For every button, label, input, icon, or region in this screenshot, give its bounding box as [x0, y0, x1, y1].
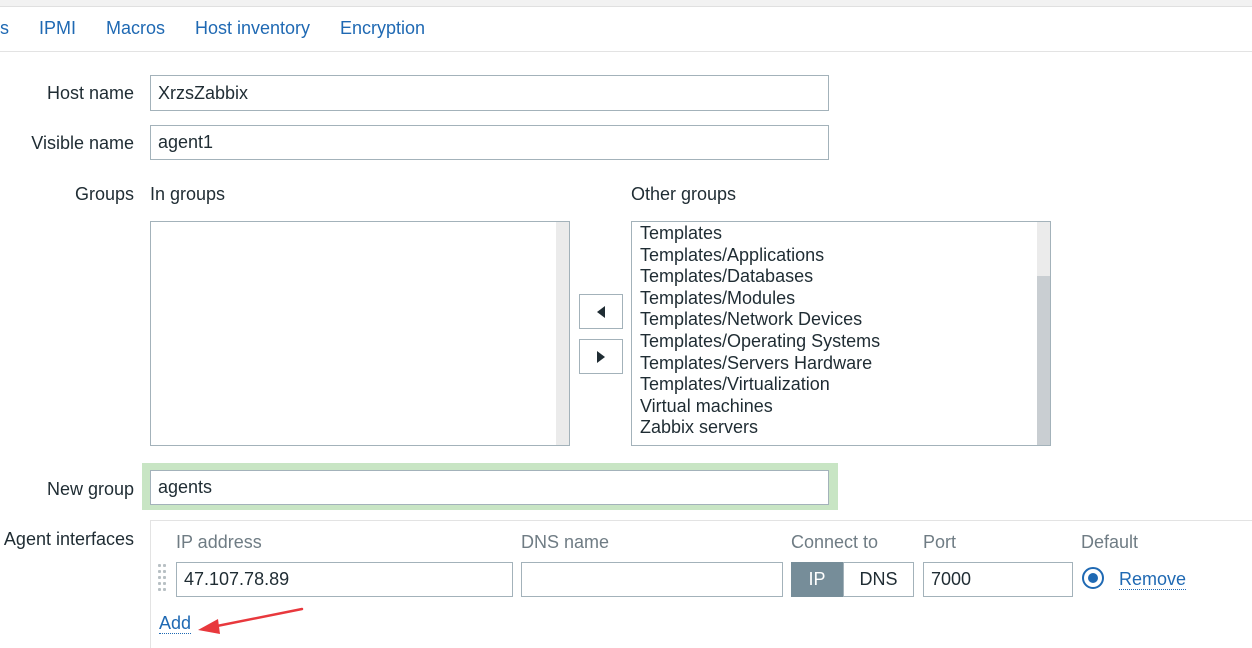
default-interface-radio[interactable] [1082, 567, 1104, 589]
list-item[interactable]: Templates/Network Devices [640, 309, 863, 330]
in-groups-listbox[interactable] [150, 221, 570, 446]
list-item[interactable]: Templates/Servers Hardware [640, 352, 873, 373]
column-dns-name: DNS name [521, 532, 610, 552]
tab-bar: s IPMI Macros Host inventory Encryption [0, 7, 1252, 52]
tab-host-inventory[interactable]: Host inventory [195, 18, 311, 38]
column-connect-to: Connect to [791, 532, 879, 552]
ip-address-input[interactable] [176, 562, 513, 597]
groups-label: Groups [74, 184, 134, 204]
drag-handle-icon[interactable] [158, 564, 168, 594]
add-interface-link[interactable]: Add [159, 613, 192, 634]
move-to-other-groups-button[interactable] [579, 339, 623, 374]
triangle-left-icon [597, 305, 605, 318]
list-item[interactable]: Templates [640, 223, 723, 243]
list-item[interactable]: Virtual machines [640, 395, 773, 416]
host-name-input[interactable] [150, 75, 829, 111]
connect-to-dns-button[interactable]: DNS [843, 562, 914, 597]
in-groups-scrollbar[interactable] [556, 222, 569, 445]
list-item[interactable]: Templates/Applications [640, 244, 825, 265]
list-item[interactable]: Templates/Modules [640, 287, 796, 308]
visible-name-label: Visible name [31, 133, 134, 153]
tab-ipmi[interactable]: IPMI [39, 18, 77, 38]
new-group-label: New group [46, 479, 134, 499]
move-to-in-groups-button[interactable] [579, 294, 623, 329]
host-name-label: Host name [46, 83, 134, 103]
other-groups-listbox[interactable]: Templates Templates/Applications Templat… [631, 221, 1051, 446]
list-item[interactable]: Templates/Virtualization [640, 374, 830, 395]
other-groups-label: Other groups [631, 184, 737, 204]
tab-macros[interactable]: Macros [106, 18, 166, 38]
scrollbar-thumb[interactable] [1037, 276, 1050, 445]
list-item[interactable]: Templates/Databases [640, 266, 814, 287]
port-input[interactable] [923, 562, 1073, 597]
tab-partial[interactable]: s [0, 18, 9, 38]
list-item[interactable]: Zabbix servers [640, 417, 759, 438]
tab-encryption[interactable]: Encryption [340, 18, 426, 38]
agent-interfaces-label: Agent interfaces [3, 529, 134, 549]
column-ip-address: IP address [176, 532, 262, 552]
remove-interface-link[interactable]: Remove [1119, 569, 1187, 590]
triangle-right-icon [597, 350, 605, 363]
agent-interfaces-panel [150, 520, 1252, 648]
dns-name-input[interactable] [521, 562, 783, 597]
column-default: Default [1081, 532, 1139, 552]
connect-to-ip-button[interactable]: IP [791, 562, 843, 597]
top-strip [0, 0, 1252, 7]
in-groups-label: In groups [150, 184, 226, 204]
other-groups-scrollbar[interactable] [1037, 222, 1050, 445]
list-item[interactable]: Templates/Operating Systems [640, 331, 881, 351]
visible-name-input[interactable] [150, 125, 829, 160]
column-port: Port [923, 532, 957, 552]
red-arrow-annotation [198, 607, 304, 634]
new-group-input[interactable] [150, 470, 829, 505]
